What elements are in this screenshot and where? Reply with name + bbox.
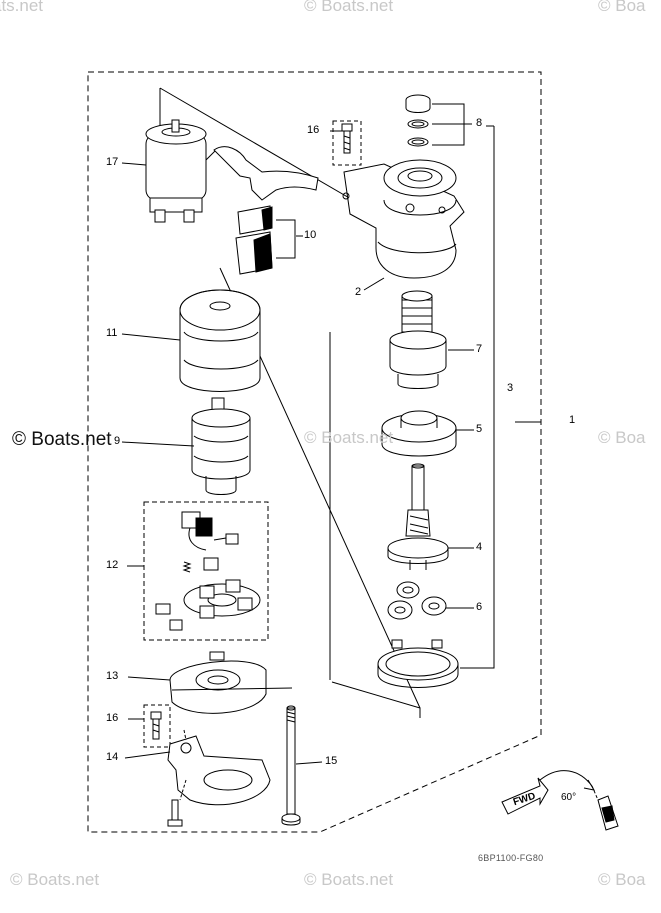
callout-3[interactable]: 3 xyxy=(507,382,514,394)
planet-gears-6 xyxy=(387,581,447,620)
rear-cover-13 xyxy=(169,651,267,714)
watermark-middle-right: © Boa xyxy=(598,428,646,447)
drive-shaft-4 xyxy=(387,463,449,570)
callout-14[interactable]: 14 xyxy=(106,751,119,763)
cap-washers-8 xyxy=(405,94,431,147)
watermark-middle-center: © Boats.net xyxy=(304,428,394,447)
callout-12[interactable]: 12 xyxy=(106,559,119,571)
callout-16-bottom[interactable]: 16 xyxy=(106,712,119,724)
callout-2[interactable]: 2 xyxy=(355,286,362,298)
shift-lever-10 xyxy=(213,146,319,275)
bottom-screw xyxy=(167,799,183,827)
screw-box-bottom xyxy=(143,704,171,748)
watermark-main: © Boats.net xyxy=(12,429,112,450)
callout-1[interactable]: 1 xyxy=(569,414,576,426)
fwd-arrow-icon xyxy=(501,770,619,831)
screw-16-bottom xyxy=(150,711,162,740)
callout-17[interactable]: 17 xyxy=(106,156,119,168)
callout-8[interactable]: 8 xyxy=(476,117,483,129)
callout-9[interactable]: 9 xyxy=(114,435,121,447)
watermark-bottom-center: © Boats.net xyxy=(304,870,394,889)
callout-13[interactable]: 13 xyxy=(106,670,119,682)
through-bolt-15 xyxy=(281,705,301,826)
callout-10[interactable]: 10 xyxy=(304,229,317,241)
watermark-top-left: ats.net xyxy=(0,0,44,15)
brush-holder-box xyxy=(143,501,269,641)
internal-gear-ring xyxy=(377,639,459,688)
pinion-clutch-7 xyxy=(389,290,447,389)
brush-holder-12 xyxy=(155,511,261,631)
solenoid-17 xyxy=(145,119,217,223)
watermark-top-center: © Boats.net xyxy=(304,0,394,15)
screw-box-top xyxy=(332,120,362,166)
diagram-code: 6BP1100-FG80 xyxy=(478,853,544,863)
yoke-11 xyxy=(179,289,261,392)
center-plate-5 xyxy=(381,410,457,457)
callout-11[interactable]: 11 xyxy=(106,327,118,339)
callout-16-top[interactable]: 16 xyxy=(307,124,320,136)
watermark-bottom-left: © Boats.net xyxy=(10,870,100,889)
callout-5[interactable]: 5 xyxy=(476,423,483,435)
watermark-top-right: © Boa xyxy=(598,0,646,15)
watermark-bottom-right: © Boa xyxy=(598,870,646,889)
callout-4[interactable]: 4 xyxy=(476,541,483,553)
callout-7[interactable]: 7 xyxy=(476,343,483,355)
armature-9 xyxy=(191,397,251,495)
rear-bracket-14 xyxy=(167,735,271,806)
callout-15[interactable]: 15 xyxy=(325,755,338,767)
front-housing-2 xyxy=(342,159,465,279)
callout-6[interactable]: 6 xyxy=(476,601,483,613)
angle-label: 60° xyxy=(561,792,577,803)
screw-16-top xyxy=(341,123,353,154)
